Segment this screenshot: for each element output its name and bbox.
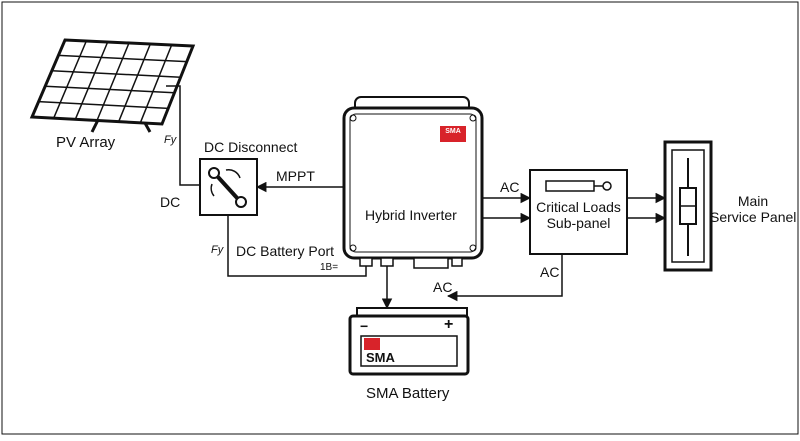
hybrid-inverter-label: Hybrid Inverter — [365, 207, 457, 223]
inverter-brand-label: SMA — [445, 128, 461, 135]
dc-disconnect-label: DC Disconnect — [204, 139, 298, 155]
ac-right-label: AC — [540, 264, 560, 280]
pv-to-disconnect-wire — [166, 85, 200, 186]
wrench-switch-icon — [208, 167, 247, 208]
battery-minus-label: − — [360, 318, 369, 334]
critical-loads-line1: Critical Loads — [536, 199, 621, 215]
fy-top-label: Fy — [164, 134, 177, 146]
sma-logo-icon — [364, 338, 380, 350]
mppt-label: MPPT — [276, 168, 315, 184]
port-1b-label: 1B= — [320, 262, 339, 273]
sma-battery — [348, 307, 470, 376]
main-service-panel — [663, 140, 713, 272]
fy-bottom-label: Fy — [211, 244, 224, 256]
ac-bottom-label: AC — [433, 279, 453, 295]
dc-label: DC — [160, 194, 181, 210]
ac-return-wire — [446, 254, 563, 302]
main-service-line1: Main — [737, 193, 769, 209]
pv-array-label: PV Array — [56, 134, 116, 151]
dc-disconnect-box — [199, 158, 258, 216]
battery-brand-label: SMA — [366, 350, 395, 365]
main-service-line2: Service Panel — [710, 209, 797, 226]
dc-battery-port-wire — [227, 215, 367, 277]
critical-loads-line2: Sub-panel — [546, 215, 611, 232]
dc-battery-port-label: DC Battery Port — [236, 243, 335, 259]
sma-logo-icon — [440, 126, 466, 142]
main-service-panel-label: Main Service Panel — [710, 193, 796, 225]
sma-battery-label: SMA Battery — [366, 385, 450, 402]
ac-top-label: AC — [500, 179, 520, 195]
battery-plus-label: + — [444, 316, 454, 333]
critical-loads-label: Critical Loads Sub-panel — [531, 199, 626, 231]
hybrid-inverter — [342, 96, 484, 269]
solar-panel-icon — [29, 38, 196, 133]
breaker-switch-icon — [545, 180, 595, 192]
critical-loads-subpanel — [529, 169, 628, 255]
wiring — [166, 85, 667, 310]
